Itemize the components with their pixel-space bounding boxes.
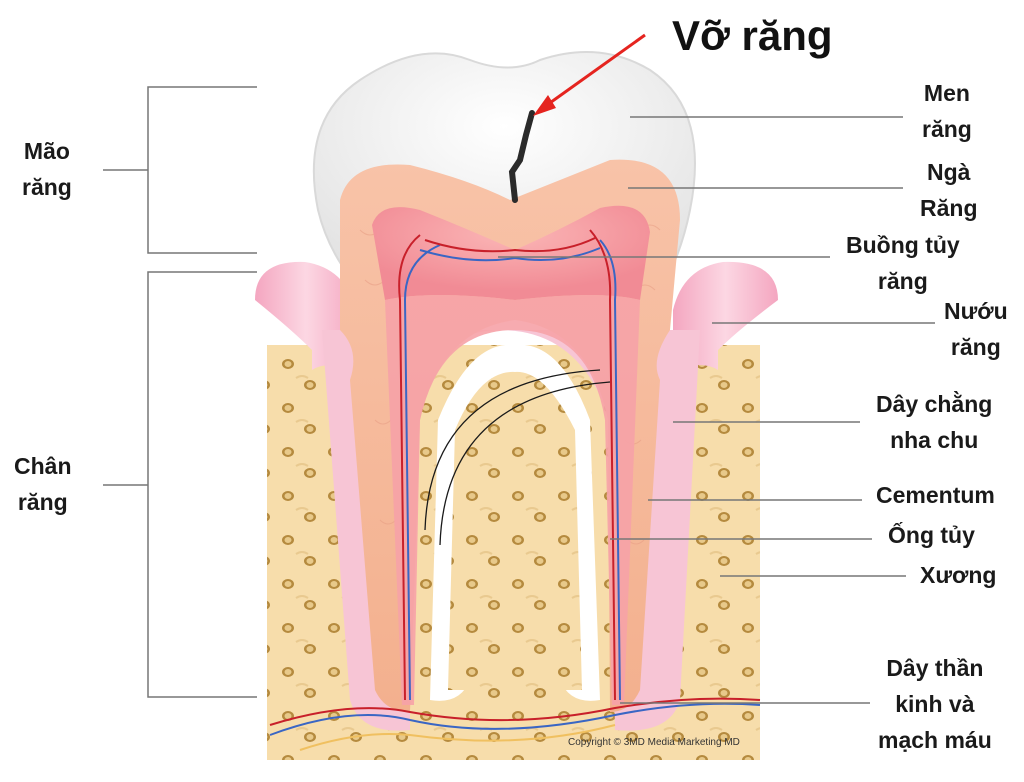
crown-bracket — [147, 86, 257, 254]
copyright-text: Copyright © 3MD Media Marketing MD — [568, 737, 740, 748]
annotation-arc-inner — [439, 381, 611, 546]
root-bracket — [147, 271, 257, 698]
label-bone: Xương — [920, 562, 997, 588]
arrow-line — [539, 33, 646, 112]
annotation-arc-outer — [424, 369, 601, 531]
pulp-chamber — [372, 205, 650, 300]
label-root-canal: Ống tủy — [888, 522, 975, 548]
arrow-head — [533, 95, 556, 116]
crack-mark — [508, 110, 535, 203]
nerves-vessels-network — [269, 229, 761, 751]
diagram-title: Vỡ răng — [672, 12, 833, 59]
leader-lines — [498, 116, 935, 704]
inter-root-bone — [448, 371, 582, 690]
label-cementum: Cementum — [876, 482, 995, 508]
